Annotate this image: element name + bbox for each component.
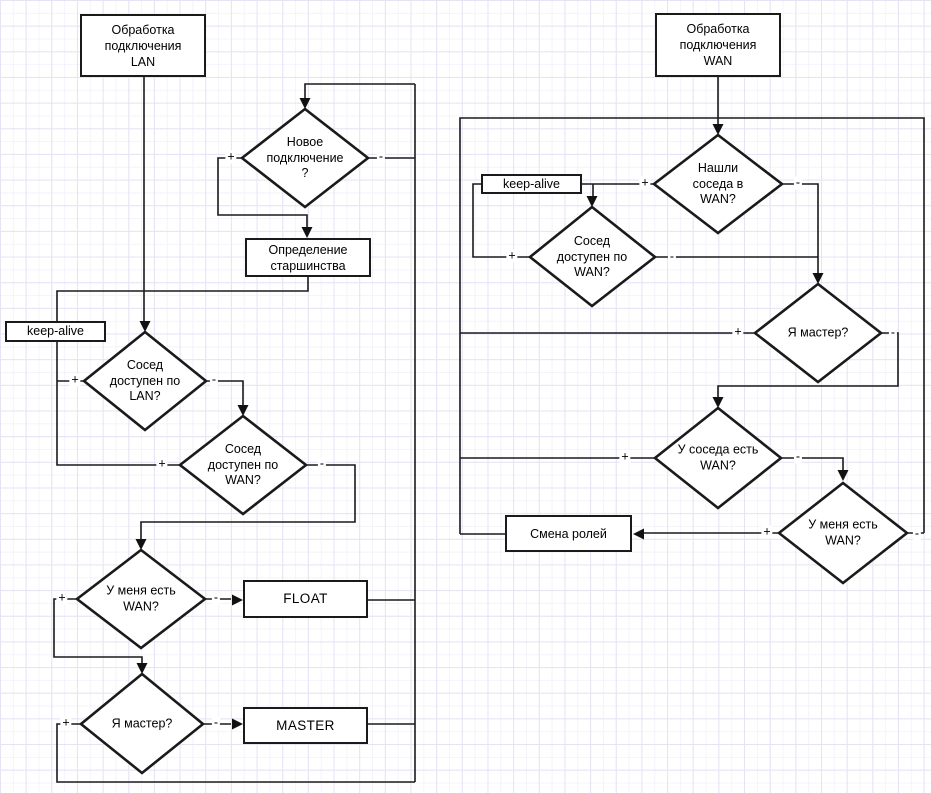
decision-neighbor-has-wan-shape [652,406,784,510]
decision-am-i-master-left-shape [78,672,206,775]
node-seniority: Определение старшинства [245,238,371,277]
arrowhead [301,227,313,238]
branch-label-minus: - [317,456,327,471]
branch-label-minus: - [209,372,219,387]
edge-neighbor-lan-minus [206,380,244,405]
decision-neighbor-wan-right-shape [527,205,658,308]
decision-found-neighbor-shape [651,133,785,235]
arrowhead [712,124,724,135]
branch-label-plus: + [156,456,168,471]
branch-label-plus: + [69,372,81,387]
branch-label-plus: + [619,449,631,464]
branch-label-plus: + [56,590,68,605]
decision-new-connection-shape [239,107,371,209]
branch-label-minus: - [211,590,221,605]
branch-label-minus: - [912,526,922,541]
node-keep-alive-left: keep-alive [5,321,106,342]
arrowhead [136,663,148,674]
arrowhead [299,98,311,109]
node-role-swap: Смена ролей [505,515,632,552]
arrowhead [837,470,849,481]
decision-neighbor-wan-right-label: Сосед доступен по WAN? [556,233,628,279]
branch-label-minus: - [888,325,898,340]
decision-new-connection-label: Новое подключение ? [266,134,344,180]
decision-neighbor-has-wan-label: У соседа есть WAN? [677,442,759,473]
branch-label-plus: + [732,324,744,339]
arrowhead-layer [135,98,849,730]
arrowhead [633,528,644,540]
decision-am-i-master-left-label: Я мастер? [111,716,173,731]
node-master-state: MASTER [243,707,368,744]
shape-layer [74,107,910,775]
branch-label-minus: - [211,715,221,730]
node-keep-alive-right: keep-alive [481,174,582,194]
branch-label-minus: - [793,175,803,190]
arrowhead [139,321,151,332]
branch-label-plus: + [761,524,773,539]
branch-label-minus: - [376,149,386,164]
edge-seniority-keepalive-line [56,277,309,466]
branch-label-plus: + [639,175,651,190]
decision-have-wan-left-shape [74,548,208,650]
arrowhead [712,397,724,408]
branch-label-plus: + [506,248,518,263]
arrowhead [232,718,243,730]
edge-right-feedback-border [459,117,925,534]
edge-found-neighbor-minus [782,183,819,273]
decision-have-wan-left-label: У меня есть WAN? [106,583,176,614]
decision-found-neighbor-label: Нашли соседа в WAN? [692,160,744,206]
arrowhead [135,539,147,550]
edge-keepalive-loop [472,183,530,258]
node-lan-entry: Обработка подключения LAN [80,14,206,77]
branch-label-plus: + [225,149,237,164]
decision-am-i-master-right-label: Я мастер? [787,325,849,340]
edge-neighbor-has-wan-minus [781,457,844,470]
decision-neighbor-wan-left-shape [177,414,309,516]
decision-have-wan-right-shape [776,481,910,585]
decision-neighbor-lan-shape [81,330,209,432]
arrowhead [586,196,598,207]
branch-label-minus: - [793,449,803,464]
branch-label-minus: - [667,249,677,264]
decision-have-wan-right-label: У меня есть WAN? [808,517,878,548]
node-float-state: FLOAT [243,580,368,618]
decision-neighbor-wan-left-label: Сосед доступен по WAN? [207,441,279,487]
arrowhead [812,273,824,284]
edge-neighbor-wan-minus [140,464,356,539]
node-wan-entry: Обработка подключения WAN [655,13,781,77]
arrowhead [232,594,243,606]
decision-am-i-master-right-shape [752,282,884,384]
decision-neighbor-lan-label: Сосед доступен по LAN? [109,357,181,403]
edge-trunk-to-new-connection [304,83,415,98]
branch-label-plus: + [60,715,72,730]
arrowhead [237,405,249,416]
